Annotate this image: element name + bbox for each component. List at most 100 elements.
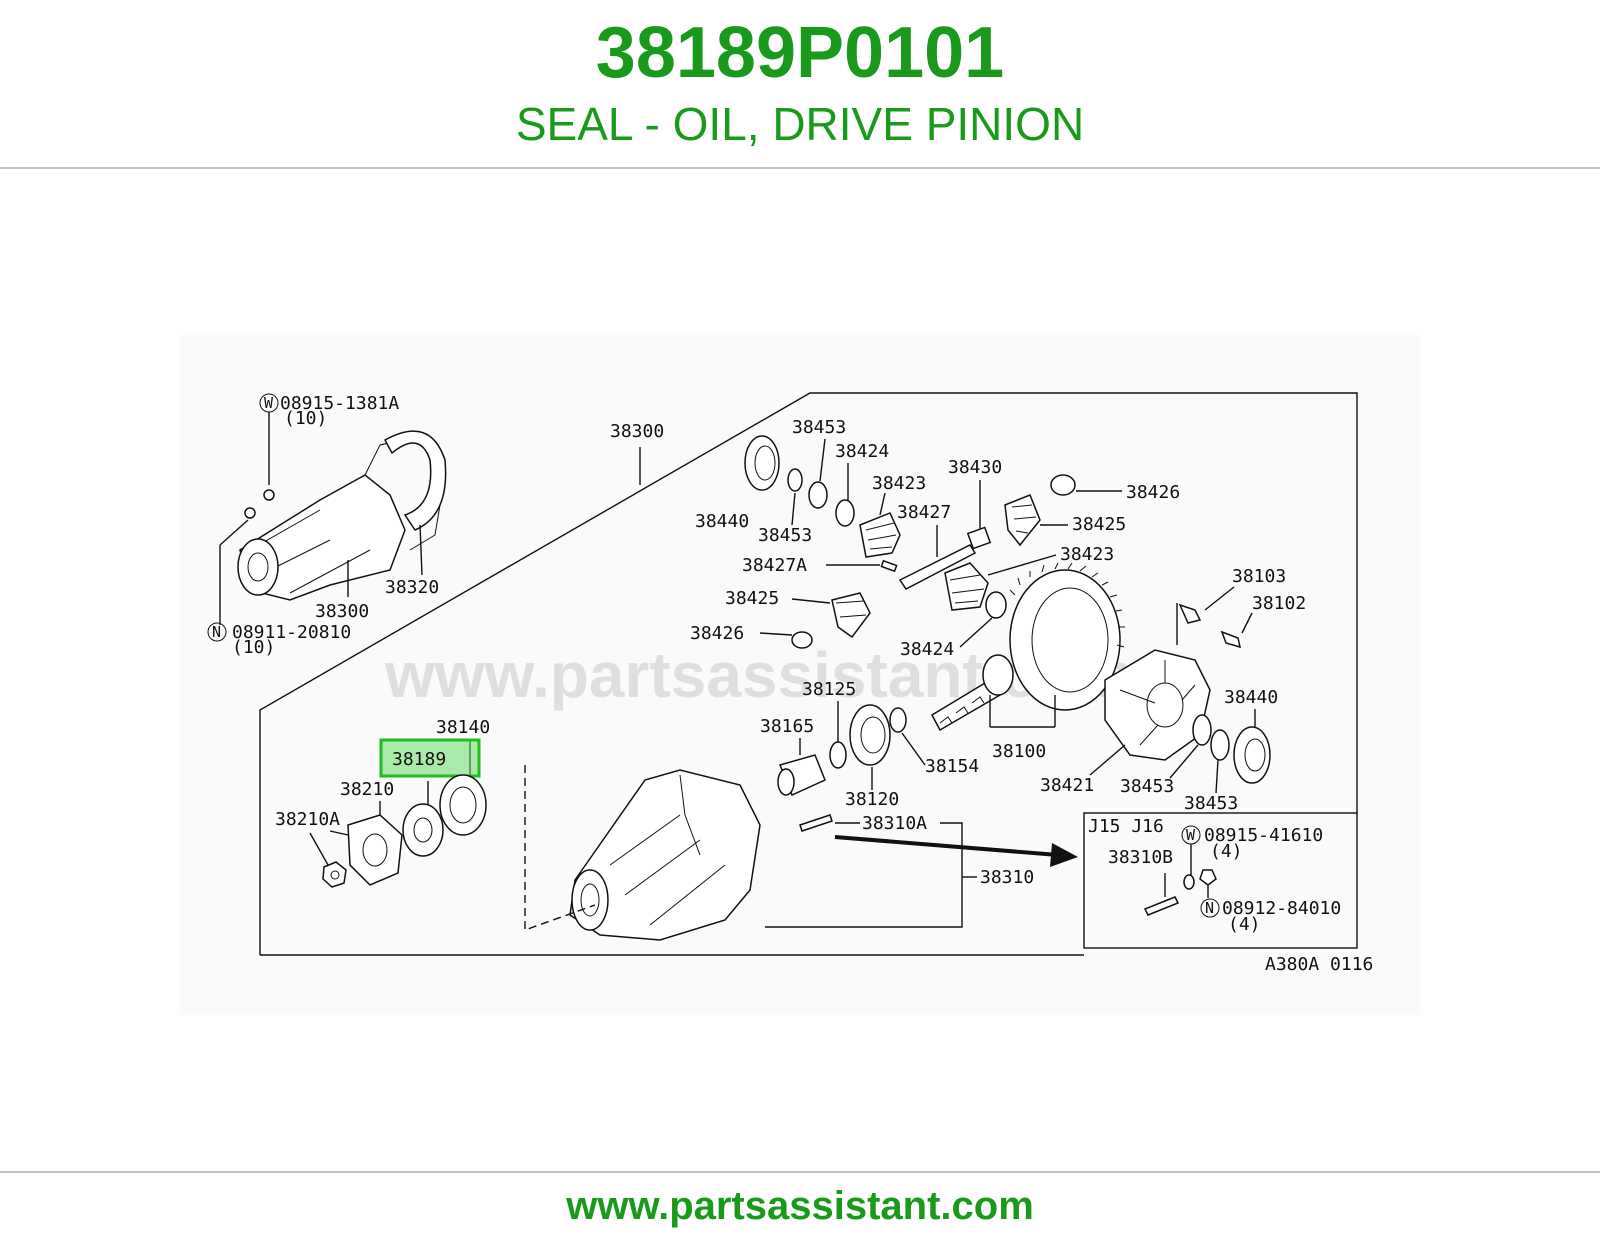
label-38210: 38210 — [340, 779, 394, 800]
nut-inset-icon — [1199, 869, 1217, 886]
label-38421: 38421 — [1040, 775, 1094, 796]
inset-title-j15-j16: J15 J16 — [1088, 816, 1164, 837]
pinion-bearing-38120-icon — [849, 704, 891, 766]
leader-38310A-box — [765, 822, 963, 928]
label-38440-b: 38440 — [1224, 687, 1278, 708]
header-divider — [0, 167, 1600, 169]
companion-flange-38210A-icon — [347, 814, 403, 886]
exploded-parts-diagram: www.partsassistant.com W 08915-1381A (10… — [180, 335, 1420, 1015]
inset-box-frame — [1083, 812, 1358, 949]
highlight-box-38189[interactable] — [379, 738, 481, 778]
leader-38103 — [1204, 586, 1235, 611]
label-38189-highlighted[interactable]: 38189 — [392, 749, 446, 770]
stud-38310A-icon — [799, 814, 833, 832]
washer-symbol-w-top-letter: W — [264, 394, 274, 412]
label-qty-4-b: (4) — [1228, 914, 1261, 935]
shim-38154-icon — [889, 707, 907, 733]
label-08912-84010: 08912-84010 — [1222, 898, 1341, 919]
leader-38210A — [329, 830, 349, 836]
label-qty-4-a: (4) — [1210, 841, 1243, 862]
leader-flange-nut — [309, 832, 329, 866]
label-38425-a: 38425 — [1072, 514, 1126, 535]
label-38210A: 38210A — [275, 809, 340, 830]
label-38427: 38427 — [897, 502, 951, 523]
nut-symbol-n-top — [207, 622, 227, 642]
label-08915-1381A: 08915-1381A — [280, 393, 399, 414]
shim-38453-icon — [787, 468, 803, 492]
diagram-canvas: www.partsassistant.com W 08915-1381A (10… — [180, 335, 1420, 1015]
housing-gasket-illustration — [383, 430, 447, 531]
side-gear-38423-right-icon — [944, 562, 989, 611]
label-38310: 38310 — [980, 867, 1034, 888]
nut-symbol-n-top-letter: N — [212, 623, 221, 641]
label-38425-b: 38425 — [725, 588, 779, 609]
label-38440-a: 38440 — [695, 511, 749, 532]
arrow-to-inset-head — [1050, 843, 1078, 867]
label-38140: 38140 — [436, 717, 490, 738]
label-38103: 38103 — [1232, 566, 1286, 587]
part-number-title: 38189P0101 — [595, 13, 1005, 93]
side-bearing-38440-right-icon — [1233, 726, 1271, 784]
label-38154: 38154 — [925, 756, 979, 777]
washer-symbol-w-inset-letter: W — [1186, 826, 1196, 844]
flange-nut-icon — [322, 861, 347, 888]
pinion-shaft-38427-icon — [898, 544, 977, 590]
label-38423-a: 38423 — [872, 473, 926, 494]
label-qty-10-a: (10) — [284, 408, 327, 429]
label-38125: 38125 — [802, 679, 856, 700]
label-08911-20810: 08911-20810 — [232, 622, 351, 643]
leader-38424-b — [959, 617, 993, 648]
leader-38423-a — [879, 492, 886, 516]
label-38426-b: 38426 — [690, 623, 744, 644]
leader-38102 — [1241, 612, 1253, 634]
assembly-frame — [259, 392, 1358, 955]
label-38165: 38165 — [760, 716, 814, 737]
label-38453-b: 38453 — [758, 525, 812, 546]
rear-cover-housing-illustration — [237, 434, 446, 601]
pinion-mate-gear-38425-top-icon — [1004, 494, 1041, 547]
label-38453-c: 38453 — [1120, 776, 1174, 797]
spacer-38165-face — [777, 768, 795, 796]
leader-38421 — [1089, 744, 1126, 776]
label-38300-top: 38300 — [610, 421, 664, 442]
diagram-background — [180, 335, 1420, 1015]
companion-flange-seal-38210-icon — [402, 803, 444, 857]
seal-dashed-guide — [524, 765, 596, 931]
diagram-code: A380A 0116 — [1265, 954, 1373, 975]
label-38320: 38320 — [385, 577, 439, 598]
stud-38310B-icon — [1143, 896, 1180, 916]
lock-pin-38430-icon — [966, 526, 992, 550]
oil-seal-38189-icon — [439, 774, 487, 836]
ring-gear-and-pinion-38100-icon — [931, 562, 1125, 732]
page-header: 38189P0101 SEAL - OIL, DRIVE PINION — [0, 0, 1600, 170]
nut-small-icon — [244, 507, 256, 519]
label-38430: 38430 — [948, 457, 1002, 478]
footer-url-link[interactable]: www.partsassistant.com — [566, 1184, 1034, 1228]
label-38427A: 38427A — [742, 555, 807, 576]
label-38120: 38120 — [845, 789, 899, 810]
thrust-washer-38424-b-icon — [985, 591, 1007, 619]
bracket-38103-icon — [1178, 603, 1202, 624]
carrier-housing-38310-icon — [569, 769, 761, 941]
side-gear-38423-top-icon — [859, 512, 901, 558]
label-38100: 38100 — [992, 741, 1046, 762]
footer-divider — [0, 1171, 1600, 1173]
leader-38453-c — [1169, 744, 1199, 779]
shim-38125-icon — [829, 741, 847, 769]
pinion-mate-gear-38425-left-icon — [831, 592, 871, 639]
label-38426-a: 38426 — [1126, 482, 1180, 503]
leader-38453-d — [1215, 759, 1219, 794]
part-description: SEAL - OIL, DRIVE PINION — [515, 98, 1085, 150]
thrust-washer-38426-b-icon — [791, 631, 813, 649]
arrow-to-inset-shaft — [834, 835, 1059, 857]
label-38310A: 38310A — [862, 813, 927, 834]
thrust-washer-38426-top-icon — [1050, 474, 1076, 496]
label-08915-41610: 08915-41610 — [1204, 825, 1323, 846]
leader-38154 — [901, 732, 926, 766]
washer-inset-icon — [1183, 874, 1195, 890]
label-38453-d: 38453 — [1184, 793, 1238, 814]
leader-38425-b — [791, 598, 831, 604]
nut-symbol-n-inset-letter: N — [1205, 899, 1214, 917]
side-bearing-38440-left-icon — [744, 435, 780, 491]
thrust-washer-38424-icon — [835, 499, 855, 527]
